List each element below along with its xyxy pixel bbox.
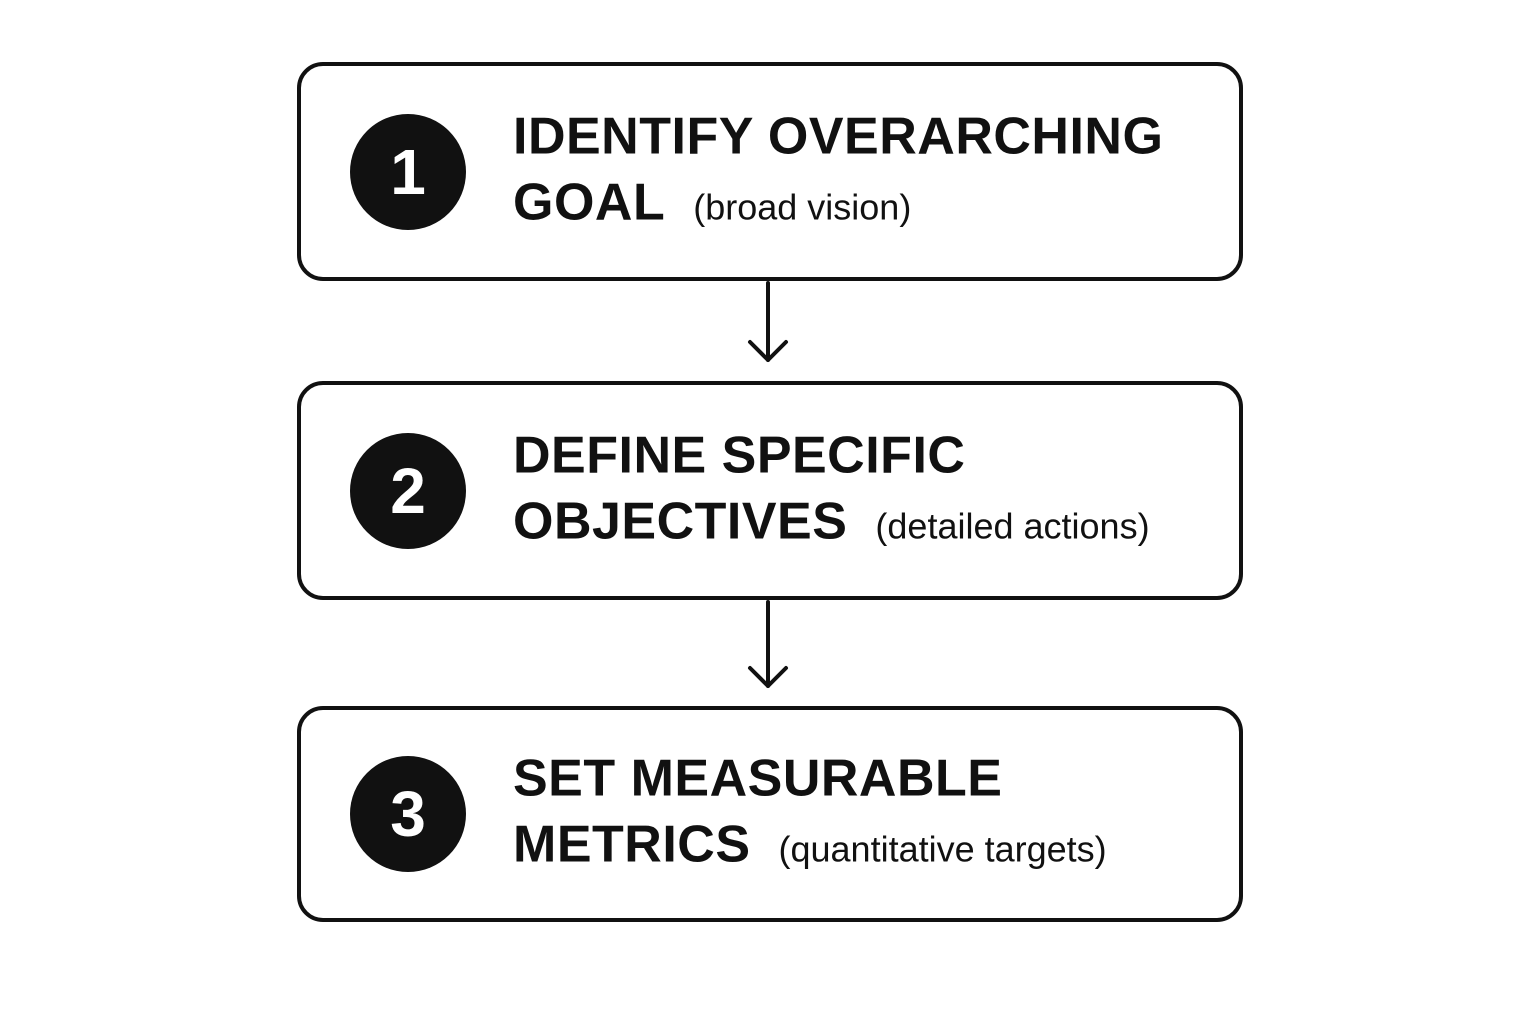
step-title-line: GOAL (broad vision) xyxy=(513,169,1233,240)
step-title-line: IDENTIFY OVERARCHING xyxy=(513,107,1164,165)
step-number-badge: 2 xyxy=(350,432,466,549)
step-box-1: 1 IDENTIFY OVERARCHING GOAL (broad vision… xyxy=(297,62,1243,281)
arrow-down-icon xyxy=(748,281,788,362)
step-note: (detailed actions) xyxy=(875,505,1150,546)
step-title-word: GOAL xyxy=(513,173,666,231)
step-number-badge: 3 xyxy=(350,756,466,872)
step-number-badge: 1 xyxy=(350,113,466,230)
step-box-3: 3 SET MEASURABLE METRICS (quantitative ta… xyxy=(297,706,1243,922)
step-text: SET MEASURABLE METRICS (quantitative targ… xyxy=(513,746,1233,883)
step-title-word: OBJECTIVES xyxy=(513,492,848,550)
arrow-down-icon xyxy=(748,600,788,688)
step-title-line: DEFINE SPECIFIC xyxy=(513,426,966,484)
step-title-line: SET MEASURABLE xyxy=(513,749,1003,808)
step-note: (quantitative targets) xyxy=(778,828,1107,870)
step-text: IDENTIFY OVERARCHING GOAL (broad vision) xyxy=(513,103,1233,240)
step-title-line: METRICS (quantitative targets) xyxy=(513,812,1233,883)
step-note: (broad vision) xyxy=(693,186,912,227)
step-box-2: 2 DEFINE SPECIFIC OBJECTIVES (detailed ac… xyxy=(297,381,1243,600)
step-title-word: METRICS xyxy=(513,815,751,874)
step-title-line: OBJECTIVES (detailed actions) xyxy=(513,488,1233,559)
step-text: DEFINE SPECIFIC OBJECTIVES (detailed acti… xyxy=(513,422,1233,559)
